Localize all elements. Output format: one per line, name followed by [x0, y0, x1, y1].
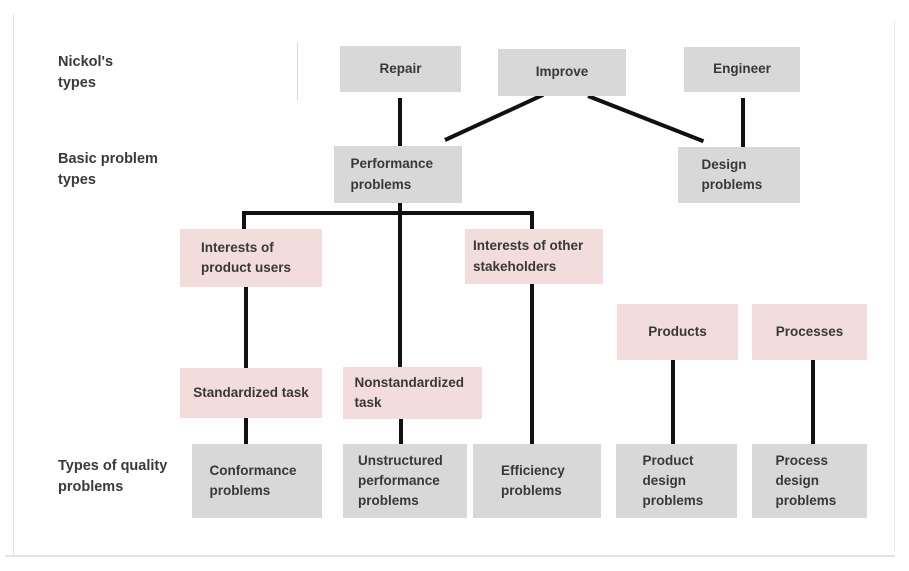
connector-engineer-design [741, 98, 745, 148]
node-products-label: Products [648, 323, 707, 339]
connector-products-product-design [671, 360, 675, 444]
node-unstructured-performance-problems: Unstructured performance problems [343, 444, 467, 518]
connector-branch-interests-users [242, 211, 246, 231]
node-product-design-problems: Product design problems [616, 444, 737, 518]
connector-branch-interests-other [530, 211, 534, 231]
node-conformance-problems-label: Conformance problems [209, 462, 297, 498]
connector-performance-branch-bar [242, 211, 534, 215]
node-product-design-problems-label: Product design problems [642, 452, 704, 509]
node-conformance-problems: Conformance problems [192, 444, 322, 518]
node-standardized-task-label: Standardized task [193, 384, 309, 400]
connector-performance-nonstandardized [398, 203, 402, 367]
node-efficiency-problems-label: Efficiency problems [501, 462, 565, 498]
connector-improve-performance [444, 93, 544, 142]
node-interests-of-other-stakeholders: Interests of other stakeholders [465, 229, 603, 284]
node-nonstandardized-task: Nonstandardized task [343, 367, 482, 419]
node-engineer-label: Engineer [713, 61, 771, 77]
node-unstructured-performance-problems-label: Unstructured performance problems [358, 452, 443, 509]
node-design-problems-label: Design problems [701, 156, 763, 192]
node-interests-of-other-stakeholders-label: Interests of other stakeholders [473, 238, 584, 274]
connector-interests-users-standardized [244, 287, 248, 368]
frame-right-line [894, 20, 895, 552]
connector-standardized-conformance [244, 418, 248, 445]
node-standardized-task: Standardized task [180, 368, 322, 418]
connector-improve-design [587, 94, 705, 144]
node-processes-label: Processes [775, 323, 844, 339]
connector-nonstandardized-unstructured [399, 419, 403, 445]
node-interests-of-product-users-label: Interests of product users [201, 239, 292, 275]
connector-processes-process-design [811, 360, 815, 444]
node-process-design-problems: Process design problems [752, 444, 867, 518]
node-improve: Improve [498, 49, 626, 96]
connector-repair-performance [398, 98, 402, 146]
node-efficiency-problems: Efficiency problems [473, 444, 601, 518]
frame-bottom-line [5, 555, 895, 557]
node-improve-label: Improve [535, 64, 589, 80]
node-products: Products [617, 304, 738, 360]
row-label-types-of-quality-problems: Types of quality problems [58, 458, 168, 496]
row-label-basic-problem-types: Basic problem types [58, 151, 158, 189]
node-design-problems: Design problems [678, 147, 800, 203]
node-repair-label: Repair [379, 60, 422, 76]
row-label-nickols-types: Nickol's types [58, 54, 114, 92]
node-nonstandardized-task-label: Nonstandardized task [354, 374, 465, 410]
node-process-design-problems-label: Process design problems [775, 452, 837, 509]
frame-left-line [13, 14, 14, 555]
node-interests-of-product-users: Interests of product users [180, 229, 322, 287]
node-repair: Repair [340, 46, 461, 92]
node-performance-problems-label: Performance problems [350, 156, 434, 192]
node-engineer: Engineer [684, 47, 800, 92]
header-divider-line [297, 43, 298, 100]
connector-interests-other-efficiency [530, 284, 534, 445]
node-performance-problems: Performance problems [334, 146, 462, 203]
node-processes: Processes [752, 304, 867, 360]
